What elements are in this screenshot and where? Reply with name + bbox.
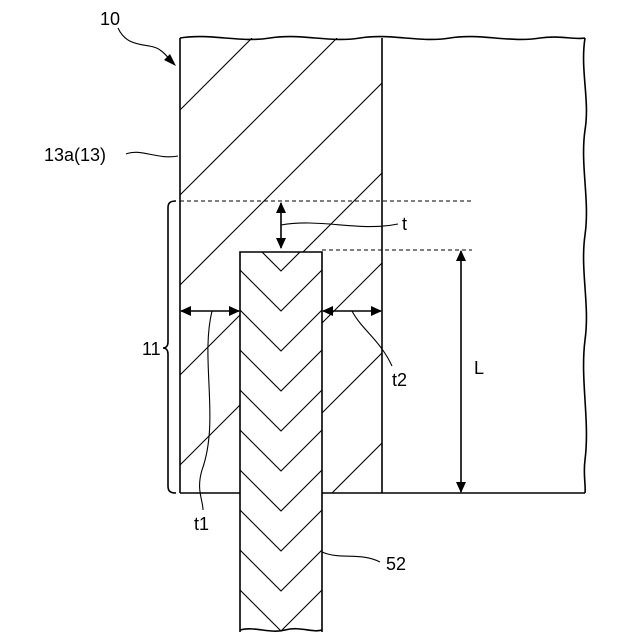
dimension-L — [456, 250, 466, 493]
label-layer: 13a(13) — [44, 145, 106, 165]
leader-13a — [126, 152, 178, 157]
label-device: 10 — [100, 9, 120, 29]
dimension-t1 — [180, 306, 240, 510]
leader-10 — [118, 28, 172, 62]
member-bottom-break — [240, 629, 322, 631]
region-bracket — [163, 201, 176, 493]
label-thickness-left: t1 — [194, 514, 209, 534]
label-member: 52 — [386, 554, 406, 574]
layer-hatch — [180, 38, 382, 640]
label-length: L — [474, 358, 484, 378]
leader-52 — [322, 552, 380, 562]
label-region: 11 — [142, 339, 161, 359]
label-thickness-right: t2 — [392, 370, 407, 390]
dimension-t — [276, 202, 398, 249]
label-gap: t — [402, 214, 407, 234]
member-hatch — [240, 230, 322, 631]
right-break-line — [584, 38, 587, 493]
